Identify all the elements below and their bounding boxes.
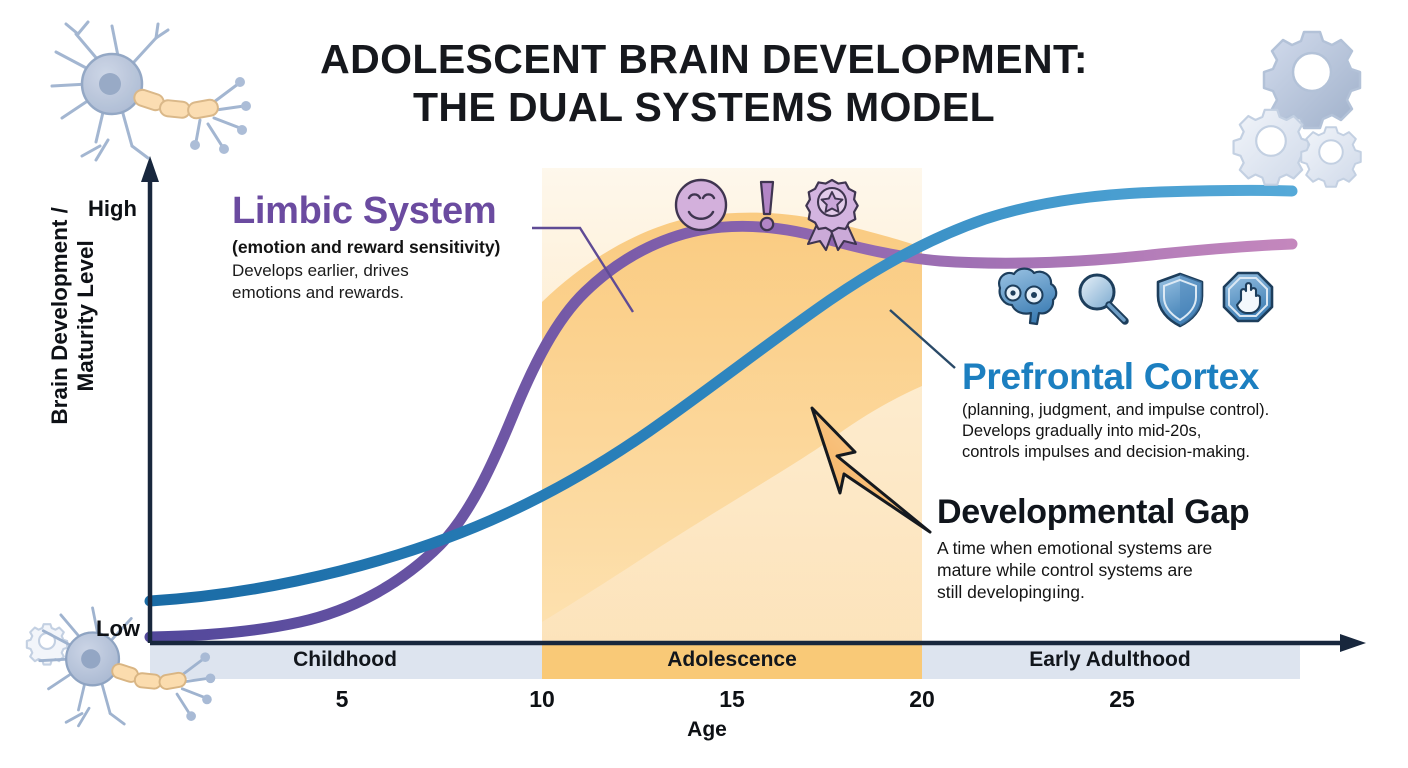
pfc-desc-line2: Develops gradually into mid-20s, [962, 421, 1202, 440]
limbic-system-annotation: Limbic System (emotion and reward sensit… [232, 190, 612, 304]
y-axis-title-line1: Brain Development / [47, 207, 73, 425]
limbic-desc-line1: Develops earlier, drives [232, 260, 409, 280]
prefrontal-cortex-annotation: Prefrontal Cortex (planning, judgment, a… [962, 356, 1362, 463]
y-axis-title-line2: Maturity Level [73, 240, 98, 392]
neuron-icon-top-left [50, 20, 251, 162]
limbic-system-subtitle: (emotion and reward sensitivity) [232, 236, 501, 257]
x-tick-5: 5 [335, 686, 349, 712]
title-line-2: THE DUAL SYSTEMS MODEL [412, 83, 996, 130]
band-label-early-adulthood: Early Adulthood [1029, 648, 1191, 671]
title-line-1: ADOLESCENT BRAIN DEVELOPMENT: [320, 36, 1088, 82]
pfc-desc-line1: (planning, judgment, and impulse control… [962, 400, 1270, 419]
smiley-face-icon [674, 178, 728, 232]
developmental-gap-annotation: Developmental Gap A time when emotional … [937, 493, 1337, 604]
x-tick-25: 25 [1109, 686, 1135, 712]
band-label-childhood: Childhood [293, 648, 397, 671]
limbic-system-title: Limbic System [232, 190, 497, 232]
x-tick-20: 20 [909, 686, 935, 712]
developmental-gap-arrow [810, 406, 932, 534]
x-axis-title: Age [687, 718, 727, 741]
page-title: ADOLESCENT BRAIN DEVELOPMENT: THE DUAL S… [0, 36, 1408, 131]
x-tick-15: 15 [719, 686, 745, 712]
y-axis-low-label: Low [96, 616, 140, 641]
developmental-gap-title: Developmental Gap [937, 493, 1250, 531]
magnifier-icon [1078, 273, 1129, 325]
x-tick-10: 10 [529, 686, 555, 712]
limbic-system-curve [144, 220, 1298, 643]
gears-cluster-icon-top-right [1232, 30, 1362, 188]
stage-bands [150, 643, 1300, 679]
small-gear-icon-bottom-left [25, 623, 69, 666]
axis-lines [141, 156, 1366, 652]
exclamation-mark-icon [759, 180, 775, 232]
prefrontal-cortex-curve [144, 184, 1298, 607]
award-rosette-icon [805, 178, 859, 252]
prefrontal-cortex-title: Prefrontal Cortex [962, 356, 1260, 397]
prefrontal-cortex-description: (planning, judgment, and impulse control… [962, 400, 1362, 463]
gap-desc-line2: mature while control systems are [937, 559, 1193, 580]
shield-icon [1156, 272, 1204, 328]
developmental-gap-fill [542, 212, 922, 622]
gap-desc-line1: A time when emotional systems are [937, 537, 1213, 558]
band-label-adolescence: Adolescence [667, 648, 797, 671]
y-axis-title: Brain Development / Maturity Level [47, 151, 99, 481]
limbic-system-description: Develops earlier, drives emotions and re… [232, 260, 612, 304]
prefrontal-leader-line [889, 309, 956, 369]
limbic-leader-line [532, 226, 635, 313]
limbic-desc-line2: emotions and rewards. [232, 282, 404, 302]
developmental-gap-description: A time when emotional systems are mature… [937, 537, 1337, 604]
gap-desc-line3: still developingıing. [937, 582, 1085, 603]
y-axis-high-label: High [88, 196, 137, 221]
stop-hand-icon [1222, 271, 1274, 323]
neuron-icon-bottom-left [38, 606, 216, 728]
pfc-desc-line3: controls impulses and decision-making. [962, 442, 1250, 461]
brain-gears-icon [998, 267, 1058, 326]
